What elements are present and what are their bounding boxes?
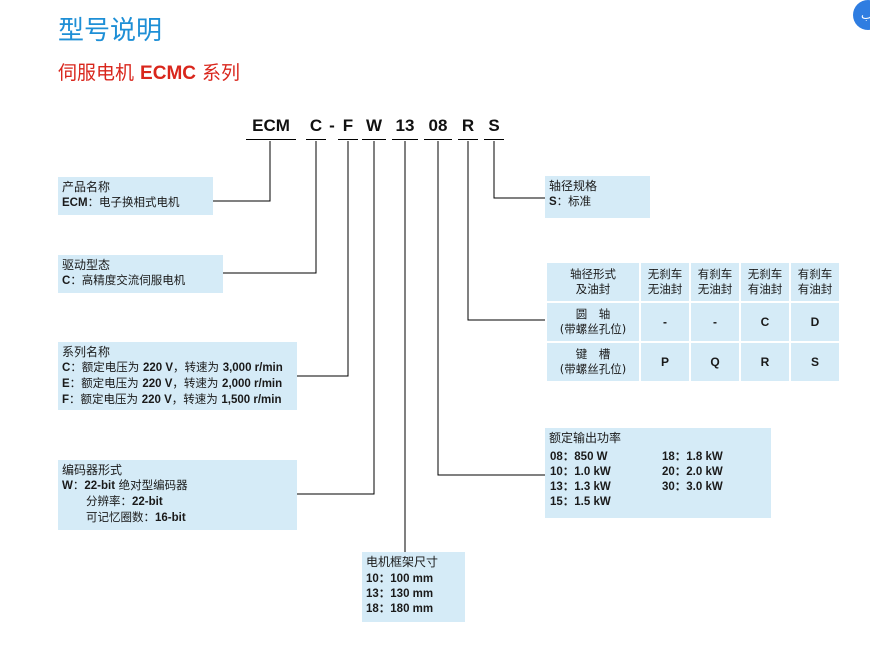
encoder-box: 编码器形式 W：22-bit 绝对型编码器 分辨率：22-bit 可记忆圈数：1… xyxy=(58,460,297,530)
connector-shaft-spec xyxy=(493,141,545,199)
shaft-table-header-cell: 轴径形式及油封 xyxy=(545,261,641,303)
connector-series xyxy=(297,141,349,377)
power-row: 08：850 W xyxy=(550,451,608,463)
code-s: S xyxy=(488,116,500,135)
shaft-table-cell: D xyxy=(789,301,841,343)
subtitle-prefix: 伺服电机 xyxy=(58,62,141,84)
shaft-table-header-cell: 无刹车无油封 xyxy=(639,261,691,303)
drive-type-value: ：高精度交流伺服电机 xyxy=(70,273,186,287)
code-underline xyxy=(338,139,358,140)
shaft-table-cell: - xyxy=(689,301,741,343)
drive-type-heading: 驱动型态 xyxy=(62,258,111,272)
power-col-1: 08：850 W 10：1.0 kW 13：1.3 kW 15：1.5 kW xyxy=(550,450,611,510)
shaft-spec-value: ：标准 xyxy=(556,194,592,208)
shaft-table-row-round: 圆 轴(带螺丝孔位) - - C D xyxy=(545,301,841,343)
shaft-spec-key: S xyxy=(549,196,557,208)
shaft-table-row-keyway: 键 槽(带螺丝孔位) P Q R S xyxy=(545,341,841,383)
product-name-key: ECM xyxy=(62,197,88,209)
corner-icon[interactable]: ب xyxy=(853,0,870,30)
subtitle-suffix: 系列 xyxy=(196,62,241,84)
encoder-line-1: W：22-bit 绝对型编码器 xyxy=(62,478,188,492)
code-underline xyxy=(458,139,478,140)
power-box: 额定输出功率 08：850 W 10：1.0 kW 13：1.3 kW 15：1… xyxy=(545,428,771,518)
power-row: 15：1.5 kW xyxy=(550,496,611,508)
series-box: 系列名称 C：额定电压为 220 V，转速为 3,000 r/min E：额定电… xyxy=(58,342,297,410)
shaft-table-header-cell: 有刹车有油封 xyxy=(789,261,841,303)
code-ecm: ECM xyxy=(252,116,290,135)
page-title: 型号说明 xyxy=(58,16,163,46)
frame-heading: 电机框架尺寸 xyxy=(366,555,439,569)
code-underline xyxy=(484,139,504,140)
code-c: C xyxy=(309,116,323,135)
code-w: W xyxy=(365,116,383,135)
connector-power xyxy=(437,141,545,476)
series-heading: 系列名称 xyxy=(62,345,111,359)
shaft-table-cell: - xyxy=(639,301,691,343)
power-row: 30：3.0 kW xyxy=(662,481,723,493)
power-col-2: 18：1.8 kW 20：2.0 kW 30：3.0 kW xyxy=(662,450,723,495)
shaft-table-row-label: 键 槽(带螺丝孔位) xyxy=(545,341,641,383)
encoder-line-3: 可记忆圈数：16-bit xyxy=(86,510,186,524)
frame-box: 电机框架尺寸 10：100 mm 13：130 mm 18：180 mm xyxy=(362,552,465,622)
subtitle-model: ECMC xyxy=(140,63,196,84)
encoder-line-2: 分辨率：22-bit xyxy=(86,494,163,508)
series-row-e: E：额定电压为 220 V，转速为 2,000 r/min xyxy=(62,376,283,390)
code-dash: - xyxy=(329,116,335,135)
drive-type-key: C xyxy=(62,275,71,287)
power-row: 18：1.8 kW xyxy=(662,451,723,463)
code-r: R xyxy=(461,116,475,135)
shaft-spec-box: 轴径规格 S：标准 xyxy=(545,176,650,218)
connector-drive-type xyxy=(223,141,317,274)
shaft-table-cell: Q xyxy=(689,341,741,383)
shaft-table-cell: C xyxy=(739,301,791,343)
product-name-box: 产品名称 ECM：电子换相式电机 xyxy=(58,177,213,215)
shaft-spec-heading: 轴径规格 xyxy=(549,179,598,193)
product-name-value: ：电子换相式电机 xyxy=(87,195,180,209)
frame-row: 10：100 mm xyxy=(366,573,434,585)
frame-row: 13：130 mm xyxy=(366,588,434,600)
power-row: 10：1.0 kW xyxy=(550,466,611,478)
code-underline xyxy=(392,139,418,140)
series-row-c: C：额定电压为 220 V，转速为 3,000 r/min xyxy=(62,360,283,374)
shaft-type-table: 轴径形式及油封 无刹车无油封 有刹车无油封 无刹车有油封 有刹车有油封 圆 轴(… xyxy=(545,261,841,383)
shaft-table-cell: S xyxy=(789,341,841,383)
shaft-table-header-cell: 有刹车无油封 xyxy=(689,261,741,303)
drive-type-box: 驱动型态 C：高精度交流伺服电机 xyxy=(58,255,223,293)
series-row-f: F：额定电压为 220 V，转速为 1,500 r/min xyxy=(62,392,282,406)
power-heading: 额定输出功率 xyxy=(549,431,622,445)
product-name-heading: 产品名称 xyxy=(62,180,111,194)
shaft-table-row-label: 圆 轴(带螺丝孔位) xyxy=(545,301,641,343)
encoder-heading: 编码器形式 xyxy=(62,463,123,477)
connector-product-name xyxy=(213,141,271,202)
code-underline xyxy=(306,139,326,140)
code-underline xyxy=(362,139,386,140)
power-row: 20：2.0 kW xyxy=(662,466,723,478)
shaft-table-cell: P xyxy=(639,341,691,383)
page-subtitle: 伺服电机 ECMC 系列 xyxy=(58,58,240,85)
code-13: 13 xyxy=(395,116,415,135)
connector-encoder xyxy=(297,141,375,495)
code-underline xyxy=(246,139,296,140)
frame-row: 18：180 mm xyxy=(366,603,434,615)
shaft-table-cell: R xyxy=(739,341,791,383)
code-08: 08 xyxy=(428,116,448,135)
shaft-table-header: 轴径形式及油封 无刹车无油封 有刹车无油封 无刹车有油封 有刹车有油封 xyxy=(545,261,841,303)
power-row: 13：1.3 kW xyxy=(550,481,611,493)
shaft-table-header-cell: 无刹车有油封 xyxy=(739,261,791,303)
code-underline xyxy=(424,139,452,140)
connector-shaft-type xyxy=(467,141,545,321)
code-f: F xyxy=(342,116,354,135)
